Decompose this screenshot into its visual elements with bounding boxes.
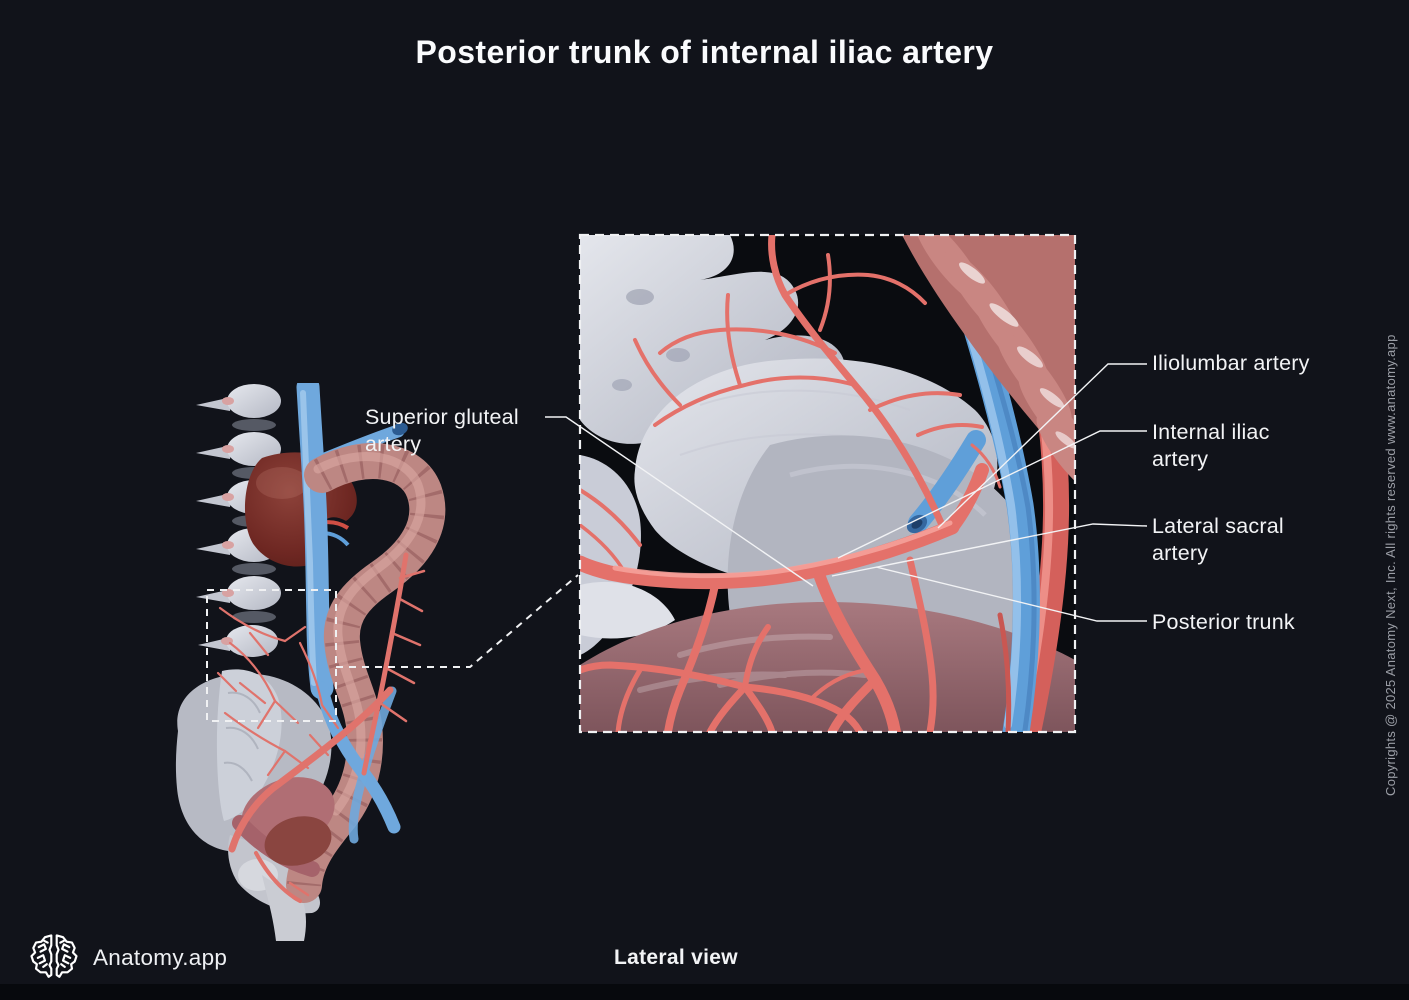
brand-name: Anatomy.app <box>93 945 228 970</box>
detail-inset-figure <box>580 235 1075 732</box>
page-title: Posterior trunk of internal iliac artery <box>415 34 994 70</box>
label-lateral-sacral-artery: Lateral sacral artery <box>1152 514 1284 565</box>
label-superior-gluteal-artery: Superior gluteal artery <box>365 405 519 456</box>
label-posterior-trunk: Posterior trunk <box>1152 610 1295 634</box>
overview-anatomy-figure <box>175 383 446 941</box>
view-caption: Lateral view <box>614 946 738 969</box>
copyright-text: Copyrights @ 2025 Anatomy Next, Inc. All… <box>1383 334 1398 796</box>
bottom-strip <box>0 984 1409 1000</box>
label-iliolumbar-artery: Iliolumbar artery <box>1152 351 1310 375</box>
label-internal-iliac-artery: Internal iliac artery <box>1152 420 1270 471</box>
brain-logo-icon <box>30 934 78 978</box>
